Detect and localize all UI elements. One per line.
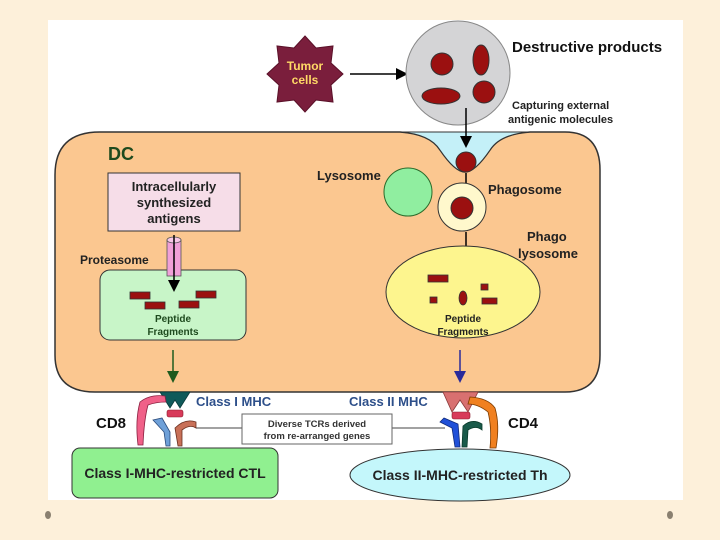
svg-text:Intracellularly: Intracellularly bbox=[132, 179, 217, 194]
diverse-tcr-box: Diverse TCRs derived from re-arranged ge… bbox=[241, 413, 393, 445]
svg-text:Peptide: Peptide bbox=[155, 314, 192, 325]
class2-mhc-label: Class II MHC bbox=[349, 394, 428, 409]
class1-mhc-label: Class I MHC bbox=[196, 394, 272, 409]
svg-text:Class I-MHC-restricted CTL: Class I-MHC-restricted CTL bbox=[84, 465, 266, 481]
lysosome bbox=[383, 167, 433, 217]
cd4-label: CD4 bbox=[508, 415, 539, 432]
lysosome-label: Lysosome bbox=[317, 168, 381, 183]
phagolysosome-label-2: lysosome bbox=[518, 246, 578, 261]
svg-text:Fragments: Fragments bbox=[437, 327, 489, 338]
capturing-label-2: antigenic molecules bbox=[508, 114, 613, 126]
cd8-molecule bbox=[136, 395, 167, 446]
svg-text:synthesized: synthesized bbox=[137, 195, 211, 210]
phagolysosome-label-1: Phago bbox=[527, 229, 567, 244]
class1-ctl-cell: Class I-MHC-restricted CTL bbox=[71, 447, 279, 499]
slide-bullet-left bbox=[45, 511, 51, 519]
svg-text:Tumor: Tumor bbox=[287, 59, 324, 73]
class2-th-cell: Class II-MHC-restricted Th bbox=[349, 448, 571, 502]
svg-text:Class II-MHC-restricted Th: Class II-MHC-restricted Th bbox=[372, 467, 547, 483]
cd8-label: CD8 bbox=[96, 415, 126, 432]
svg-text:Peptide: Peptide bbox=[445, 314, 482, 325]
phagosome-antigen bbox=[450, 196, 474, 220]
captured-antigen bbox=[455, 151, 477, 173]
class1-mhc-complex bbox=[136, 391, 197, 447]
proteasome-label: Proteasome bbox=[80, 253, 149, 267]
capturing-label-1: Capturing external bbox=[512, 100, 609, 112]
peptide-fragments-box: Peptide Fragments bbox=[99, 269, 247, 341]
proteasome bbox=[166, 235, 182, 292]
destructive-products-label: Destructive products bbox=[512, 39, 662, 56]
cd4-molecule bbox=[467, 396, 499, 449]
svg-text:from re-arranged genes: from re-arranged genes bbox=[264, 431, 371, 442]
slide-bullet-right bbox=[667, 511, 673, 519]
svg-text:cells: cells bbox=[292, 73, 319, 87]
svg-text:Fragments: Fragments bbox=[147, 327, 199, 338]
intracellular-antigens-box: Intracellularly synthesized antigens bbox=[107, 172, 241, 232]
svg-text:antigens: antigens bbox=[147, 211, 200, 226]
phagosome-label: Phagosome bbox=[488, 182, 562, 197]
class2-mhc-complex bbox=[439, 391, 499, 449]
destructive-products bbox=[405, 20, 511, 126]
svg-text:Diverse TCRs derived: Diverse TCRs derived bbox=[268, 419, 366, 430]
dc-label: DC bbox=[108, 144, 134, 164]
phagolysosome: Peptide Fragments bbox=[385, 245, 541, 339]
tumor-cells: Tumor cells bbox=[266, 35, 344, 113]
